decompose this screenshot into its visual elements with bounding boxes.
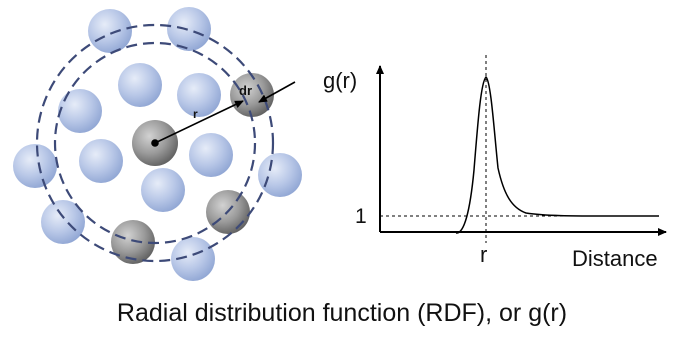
shell-width-label: dr	[239, 83, 252, 98]
particle	[141, 168, 185, 212]
particle	[79, 139, 123, 183]
particle	[41, 200, 85, 244]
center-dot	[151, 139, 159, 147]
particle	[167, 7, 211, 51]
radius-line	[154, 100, 244, 144]
particle	[258, 153, 302, 197]
rdf-graph: g(r) 1 r Distance	[323, 55, 667, 271]
outer-shell-boundary	[35, 23, 275, 263]
inner-shell-boundary	[53, 41, 257, 245]
particle-system: r dr	[13, 7, 302, 281]
particle	[189, 133, 233, 177]
shell-particle	[111, 220, 155, 264]
particle	[171, 237, 215, 281]
x-axis-label: Distance	[572, 246, 658, 271]
radius-label: r	[193, 107, 198, 121]
y-tick-one: 1	[355, 205, 367, 228]
particle	[13, 144, 57, 188]
figure-caption: Radial distribution function (RDF), or g…	[116, 299, 568, 327]
particle	[118, 63, 162, 107]
shell-width-arrow	[258, 81, 296, 103]
rdf-curve	[455, 75, 659, 234]
particle	[88, 9, 132, 53]
x-tick-r: r	[480, 242, 487, 267]
y-axis-label: g(r)	[323, 68, 357, 93]
particle	[177, 73, 221, 117]
particle	[58, 89, 102, 133]
